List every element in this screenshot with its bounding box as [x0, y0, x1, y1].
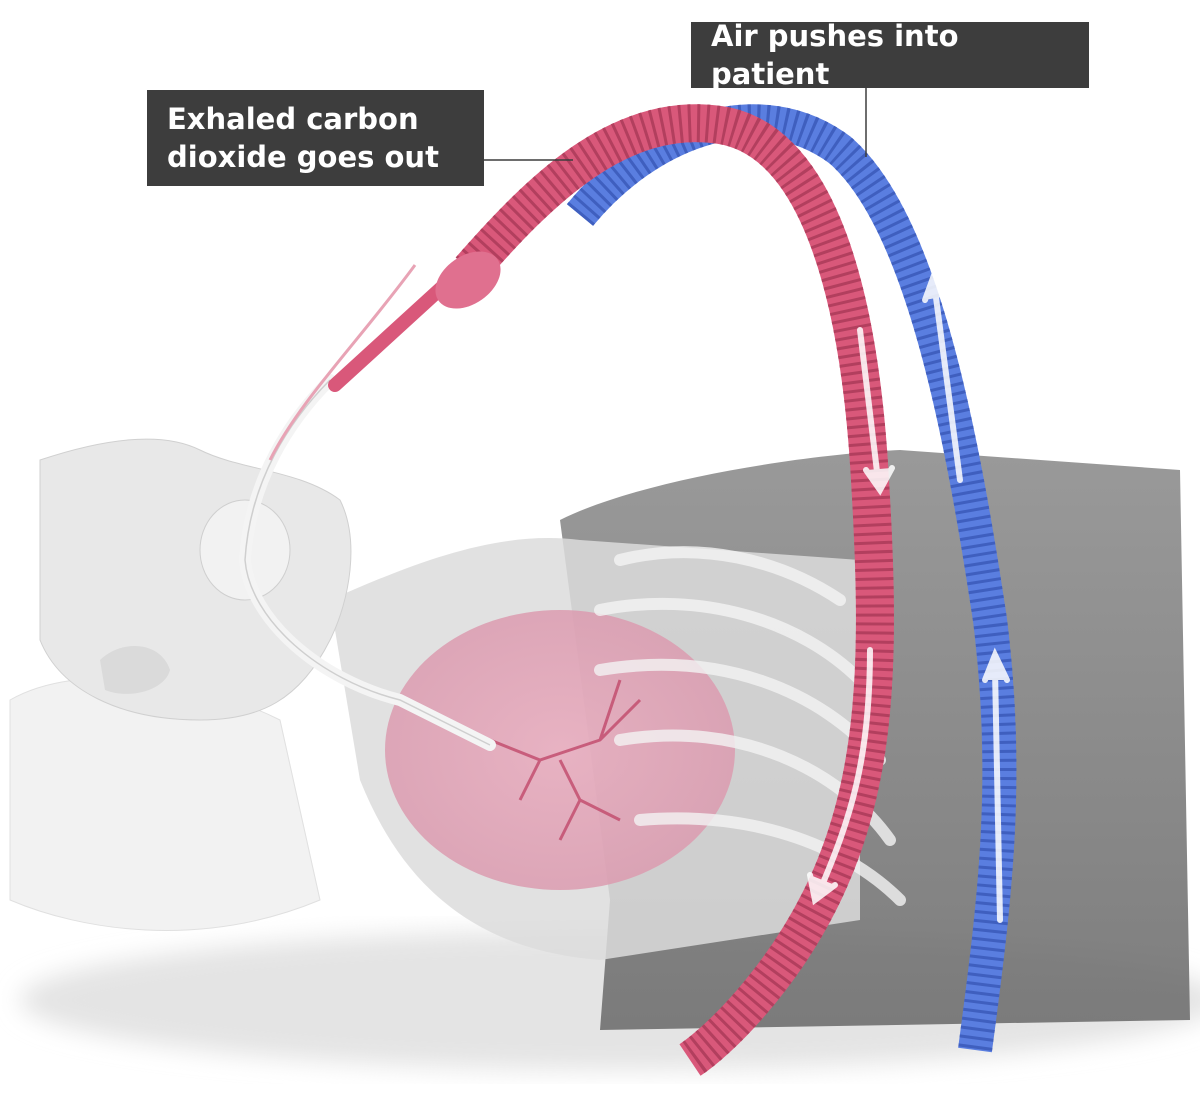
tube-connector — [328, 273, 457, 392]
endotracheal-tube-outline — [244, 379, 491, 746]
ventilator-tube-exhale — [455, 104, 894, 1076]
head — [39, 438, 352, 721]
label-air-in: Air pushes into patient — [691, 19, 1089, 91]
bronchi — [489, 679, 642, 841]
pilot-line — [268, 264, 417, 461]
label-exhaled-co2: Exhaled carbon dioxide goes out — [147, 90, 484, 186]
flow-arrow-inhale-1 — [932, 287, 963, 483]
flow-arrow-exhale-1 — [857, 327, 881, 483]
lungs — [385, 610, 735, 890]
ear — [100, 646, 170, 694]
flow-arrows — [807, 271, 1010, 923]
flow-arrow-exhale-2 — [817, 647, 873, 893]
tube-cuff — [435, 251, 501, 309]
flow-arrow-inhale-2 — [992, 667, 1003, 923]
